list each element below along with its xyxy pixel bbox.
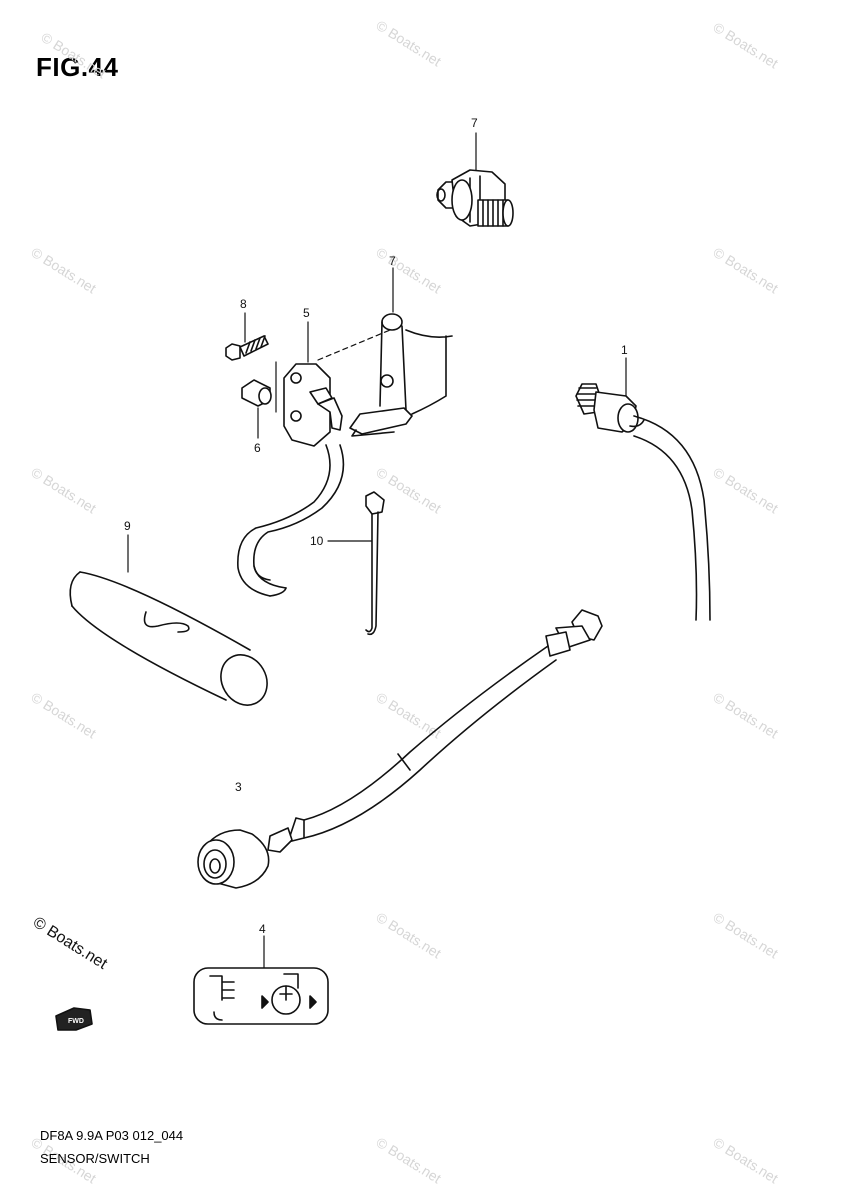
watermark: © Boats.net <box>710 19 781 72</box>
watermark: © Boats.net <box>710 689 781 742</box>
diagram-caption: SENSOR/SWITCH <box>40 1151 150 1166</box>
sensor-part1 <box>575 357 711 621</box>
callout-7-top: 7 <box>471 116 478 130</box>
tube-part9 <box>69 534 268 706</box>
watermark: © Boats.net <box>373 1134 444 1187</box>
figure-title: FIG.44 <box>36 52 119 82</box>
watermark: © Boats.net <box>28 464 99 517</box>
harness-part3 <box>197 609 603 889</box>
direction-arrow <box>55 1007 93 1031</box>
watermark: © Boats.net <box>373 464 444 517</box>
callout-6: 6 <box>254 441 261 455</box>
callout-7-bracket: 7 <box>389 254 396 268</box>
callout-8: 8 <box>240 297 247 311</box>
callout-9: 9 <box>124 519 131 533</box>
pressure-switch-part7 <box>436 132 514 227</box>
copyright-mark: © Boats.net <box>30 914 111 973</box>
switch-part5 <box>237 321 345 597</box>
callout-1: 1 <box>621 343 628 357</box>
callout-3: 3 <box>235 780 242 794</box>
callout-4: 4 <box>259 922 266 936</box>
screw-part8 <box>225 312 269 361</box>
direction-arrow-label: FWD <box>68 1018 84 1025</box>
watermark-layer: © Boats.net © Boats.net © Boats.net © Bo… <box>28 17 781 1187</box>
watermark: © Boats.net <box>38 29 109 82</box>
callout-5: 5 <box>303 306 310 320</box>
watermark: © Boats.net <box>710 909 781 962</box>
label-plate-part4 <box>193 935 329 1025</box>
diagram-code: DF8A 9.9A P03 012_044 <box>40 1128 184 1143</box>
watermark: © Boats.net <box>28 689 99 742</box>
clip-part10 <box>327 491 385 636</box>
callout-10: 10 <box>310 534 324 548</box>
watermark: © Boats.net <box>373 244 444 297</box>
watermark: © Boats.net <box>373 689 444 742</box>
watermark: © Boats.net <box>373 17 444 70</box>
watermark: © Boats.net <box>710 464 781 517</box>
collar-part6 <box>241 379 272 439</box>
watermark: © Boats.net <box>710 1134 781 1187</box>
watermark: © Boats.net <box>710 244 781 297</box>
watermark: © Boats.net <box>28 244 99 297</box>
bracket-part7 <box>317 267 453 437</box>
watermark: © Boats.net <box>373 909 444 962</box>
